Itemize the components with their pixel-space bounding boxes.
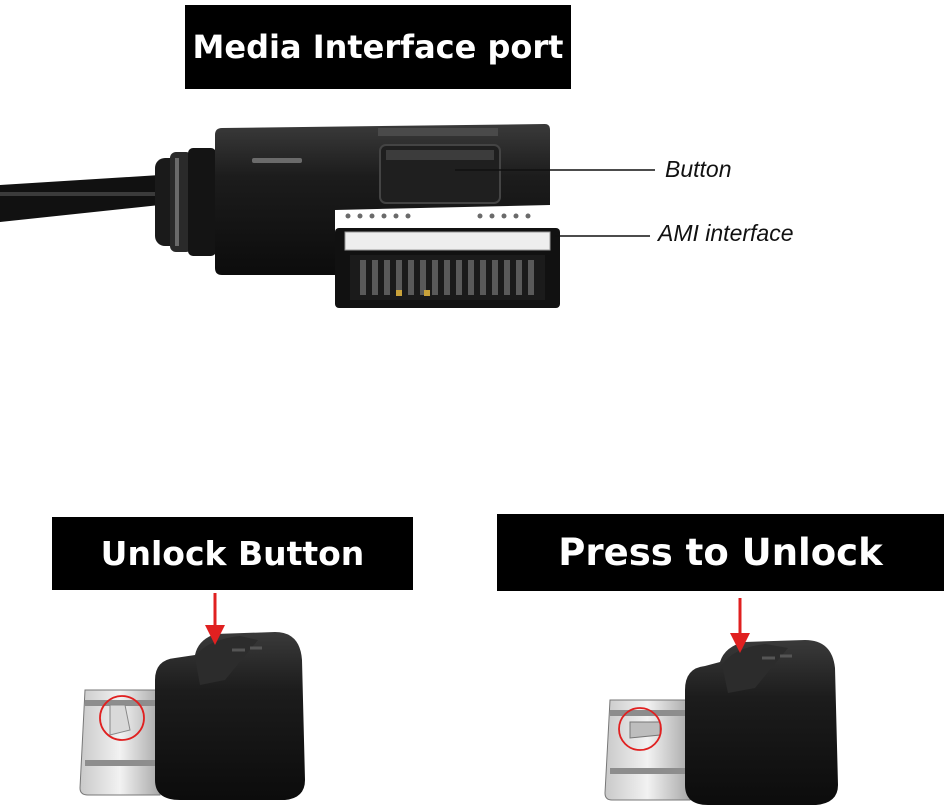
- ami-plug-top-metal: [344, 231, 551, 251]
- banner-title-unlock-button: Unlock Button: [100, 534, 365, 573]
- button-grip: [232, 646, 262, 652]
- gold-contact: [396, 290, 402, 296]
- ring-highlight: [175, 158, 179, 246]
- highlight-circle: [99, 695, 145, 741]
- banner-title-press-to-unlock: Press to Unlock: [558, 531, 883, 574]
- press-to-unlock-banner: Press to Unlock: [497, 514, 944, 591]
- neck: [188, 148, 216, 256]
- release-button-bottom: [195, 636, 258, 685]
- metal-plug-rib: [85, 700, 155, 706]
- housing: [685, 640, 838, 805]
- latch-tab: [109, 704, 131, 736]
- button-grip: [762, 654, 792, 660]
- connector-unlock-left: [79, 593, 305, 800]
- metal-plug-rib: [610, 710, 685, 716]
- metal-plug: [604, 699, 691, 801]
- connector-press-right: [604, 598, 838, 805]
- cable-highlight: [0, 192, 160, 196]
- release-button-bottom: [722, 644, 788, 693]
- arrow-head: [730, 633, 750, 653]
- gold-contact: [424, 290, 430, 296]
- arrow-head: [205, 625, 225, 645]
- cable: [0, 175, 160, 222]
- top-rail: [378, 128, 498, 136]
- housing: [155, 632, 305, 800]
- highlight-circle: [618, 707, 662, 751]
- callout-ami-label: AMI interface: [658, 220, 794, 246]
- button-highlight: [386, 150, 494, 160]
- media-interface-port-banner: Media Interface port: [185, 5, 571, 89]
- ami-connector-top: [0, 124, 655, 308]
- vent-dots: [345, 213, 531, 219]
- latch-tab-depressed: [629, 721, 661, 739]
- ami-pins: [360, 260, 534, 295]
- banner-title-media-interface: Media Interface port: [192, 28, 564, 66]
- callout-button-label: Button: [665, 156, 732, 182]
- metal-plug-rib: [610, 768, 685, 774]
- body-slot: [252, 158, 302, 163]
- metal-plug-rib: [85, 760, 155, 766]
- unlock-button-banner: Unlock Button: [52, 517, 413, 590]
